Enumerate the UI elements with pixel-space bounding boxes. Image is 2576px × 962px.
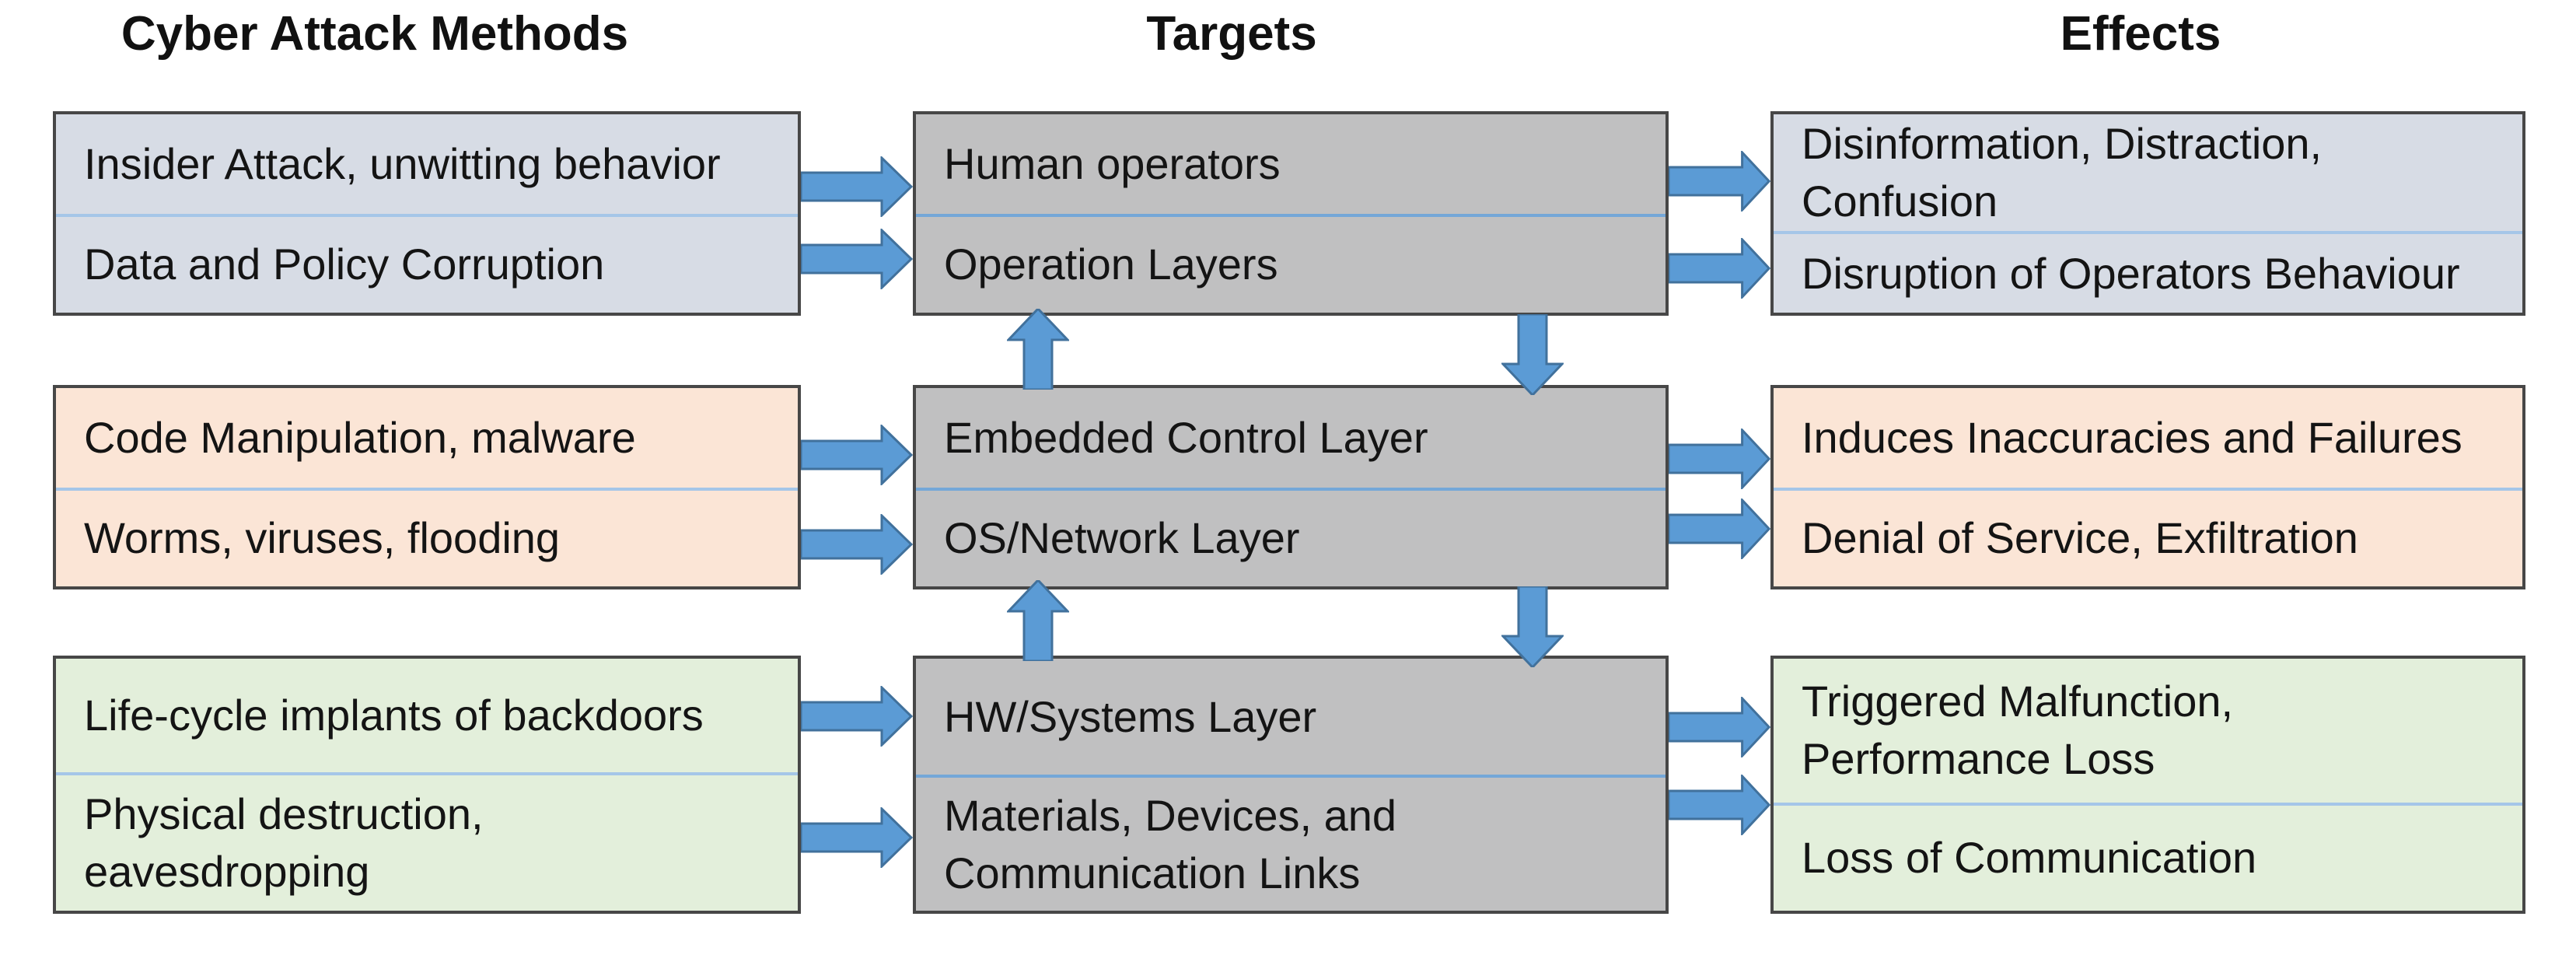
column-title-methods: Cyber Attack Methods	[121, 7, 629, 61]
arrow-up-icon	[1007, 309, 1069, 390]
diagram-cell: Embedded Control Layer	[944, 412, 1428, 462]
arrow-right-icon	[801, 425, 913, 485]
arrow-right-icon	[1669, 697, 1770, 757]
diagram-cell: HW/Systems Layer	[944, 691, 1317, 741]
diagram-cell: Life-cycle implants of backdoors	[84, 690, 704, 740]
targets-box-row3: HW/Systems Layer Materials, Devices, and…	[913, 656, 1669, 914]
cell-divider	[1774, 802, 2522, 806]
diagram-cell: Disinformation, Distraction, Confusion	[1802, 119, 2323, 226]
arrow-right-icon	[1669, 238, 1770, 299]
diagram-cell: Human operators	[944, 138, 1281, 188]
column-title-effects: Effects	[2060, 7, 2221, 61]
cell-divider	[916, 487, 1665, 491]
cell-divider	[916, 213, 1665, 217]
arrow-down-icon	[1501, 314, 1564, 395]
targets-box-row1: Human operators Operation Layers	[913, 111, 1669, 316]
cell-divider	[916, 775, 1665, 778]
diagram-cell: Induces Inaccuracies and Failures	[1802, 412, 2462, 462]
cell-divider	[56, 487, 798, 491]
diagram-cell: Triggered Malfunction, Performance Loss	[1802, 677, 2234, 784]
arrow-right-icon	[801, 156, 913, 217]
arrow-right-icon	[1669, 151, 1770, 212]
cell-divider	[1774, 231, 2522, 235]
methods-box-row2: Code Manipulation, malware Worms, viruse…	[53, 385, 801, 589]
arrow-down-icon	[1501, 586, 1564, 667]
diagram-cell: Loss of Communication	[1802, 833, 2257, 883]
diagram-cell: Materials, Devices, and Communication Li…	[944, 790, 1397, 897]
column-title-targets: Targets	[1146, 7, 1317, 61]
cell-divider	[56, 213, 798, 217]
diagram-cell: Denial of Service, Exfiltration	[1802, 513, 2358, 563]
diagram-cell: Worms, viruses, flooding	[84, 513, 561, 563]
effects-box-row1: Disinformation, Distraction, Confusion D…	[1770, 111, 2525, 316]
effects-box-row2: Induces Inaccuracies and Failures Denial…	[1770, 385, 2525, 589]
arrow-right-icon	[1669, 498, 1770, 559]
arrow-right-icon	[1669, 429, 1770, 489]
diagram-cell: Disruption of Operators Behaviour	[1802, 248, 2460, 298]
arrow-up-icon	[1007, 580, 1069, 661]
diagram-cell: OS/Network Layer	[944, 513, 1300, 563]
targets-box-row2: Embedded Control Layer OS/Network Layer	[913, 385, 1669, 589]
methods-box-row3: Life-cycle implants of backdoors Physica…	[53, 656, 801, 914]
cell-divider	[1774, 487, 2522, 491]
arrow-right-icon	[801, 686, 913, 747]
arrow-right-icon	[801, 807, 913, 868]
effects-box-row3: Triggered Malfunction, Performance Loss …	[1770, 656, 2525, 914]
methods-box-row1: Insider Attack, unwitting behavior Data …	[53, 111, 801, 316]
arrow-right-icon	[801, 229, 913, 289]
arrow-right-icon	[1669, 775, 1770, 835]
diagram-cell: Code Manipulation, malware	[84, 412, 636, 462]
diagram-cell: Data and Policy Corruption	[84, 240, 605, 289]
arrow-right-icon	[801, 514, 913, 575]
cell-divider	[56, 771, 798, 775]
diagram-cell: Insider Attack, unwitting behavior	[84, 138, 721, 188]
diagram-cell: Operation Layers	[944, 240, 1278, 289]
diagram-cell: Physical destruction, eavesdropping	[84, 789, 484, 896]
